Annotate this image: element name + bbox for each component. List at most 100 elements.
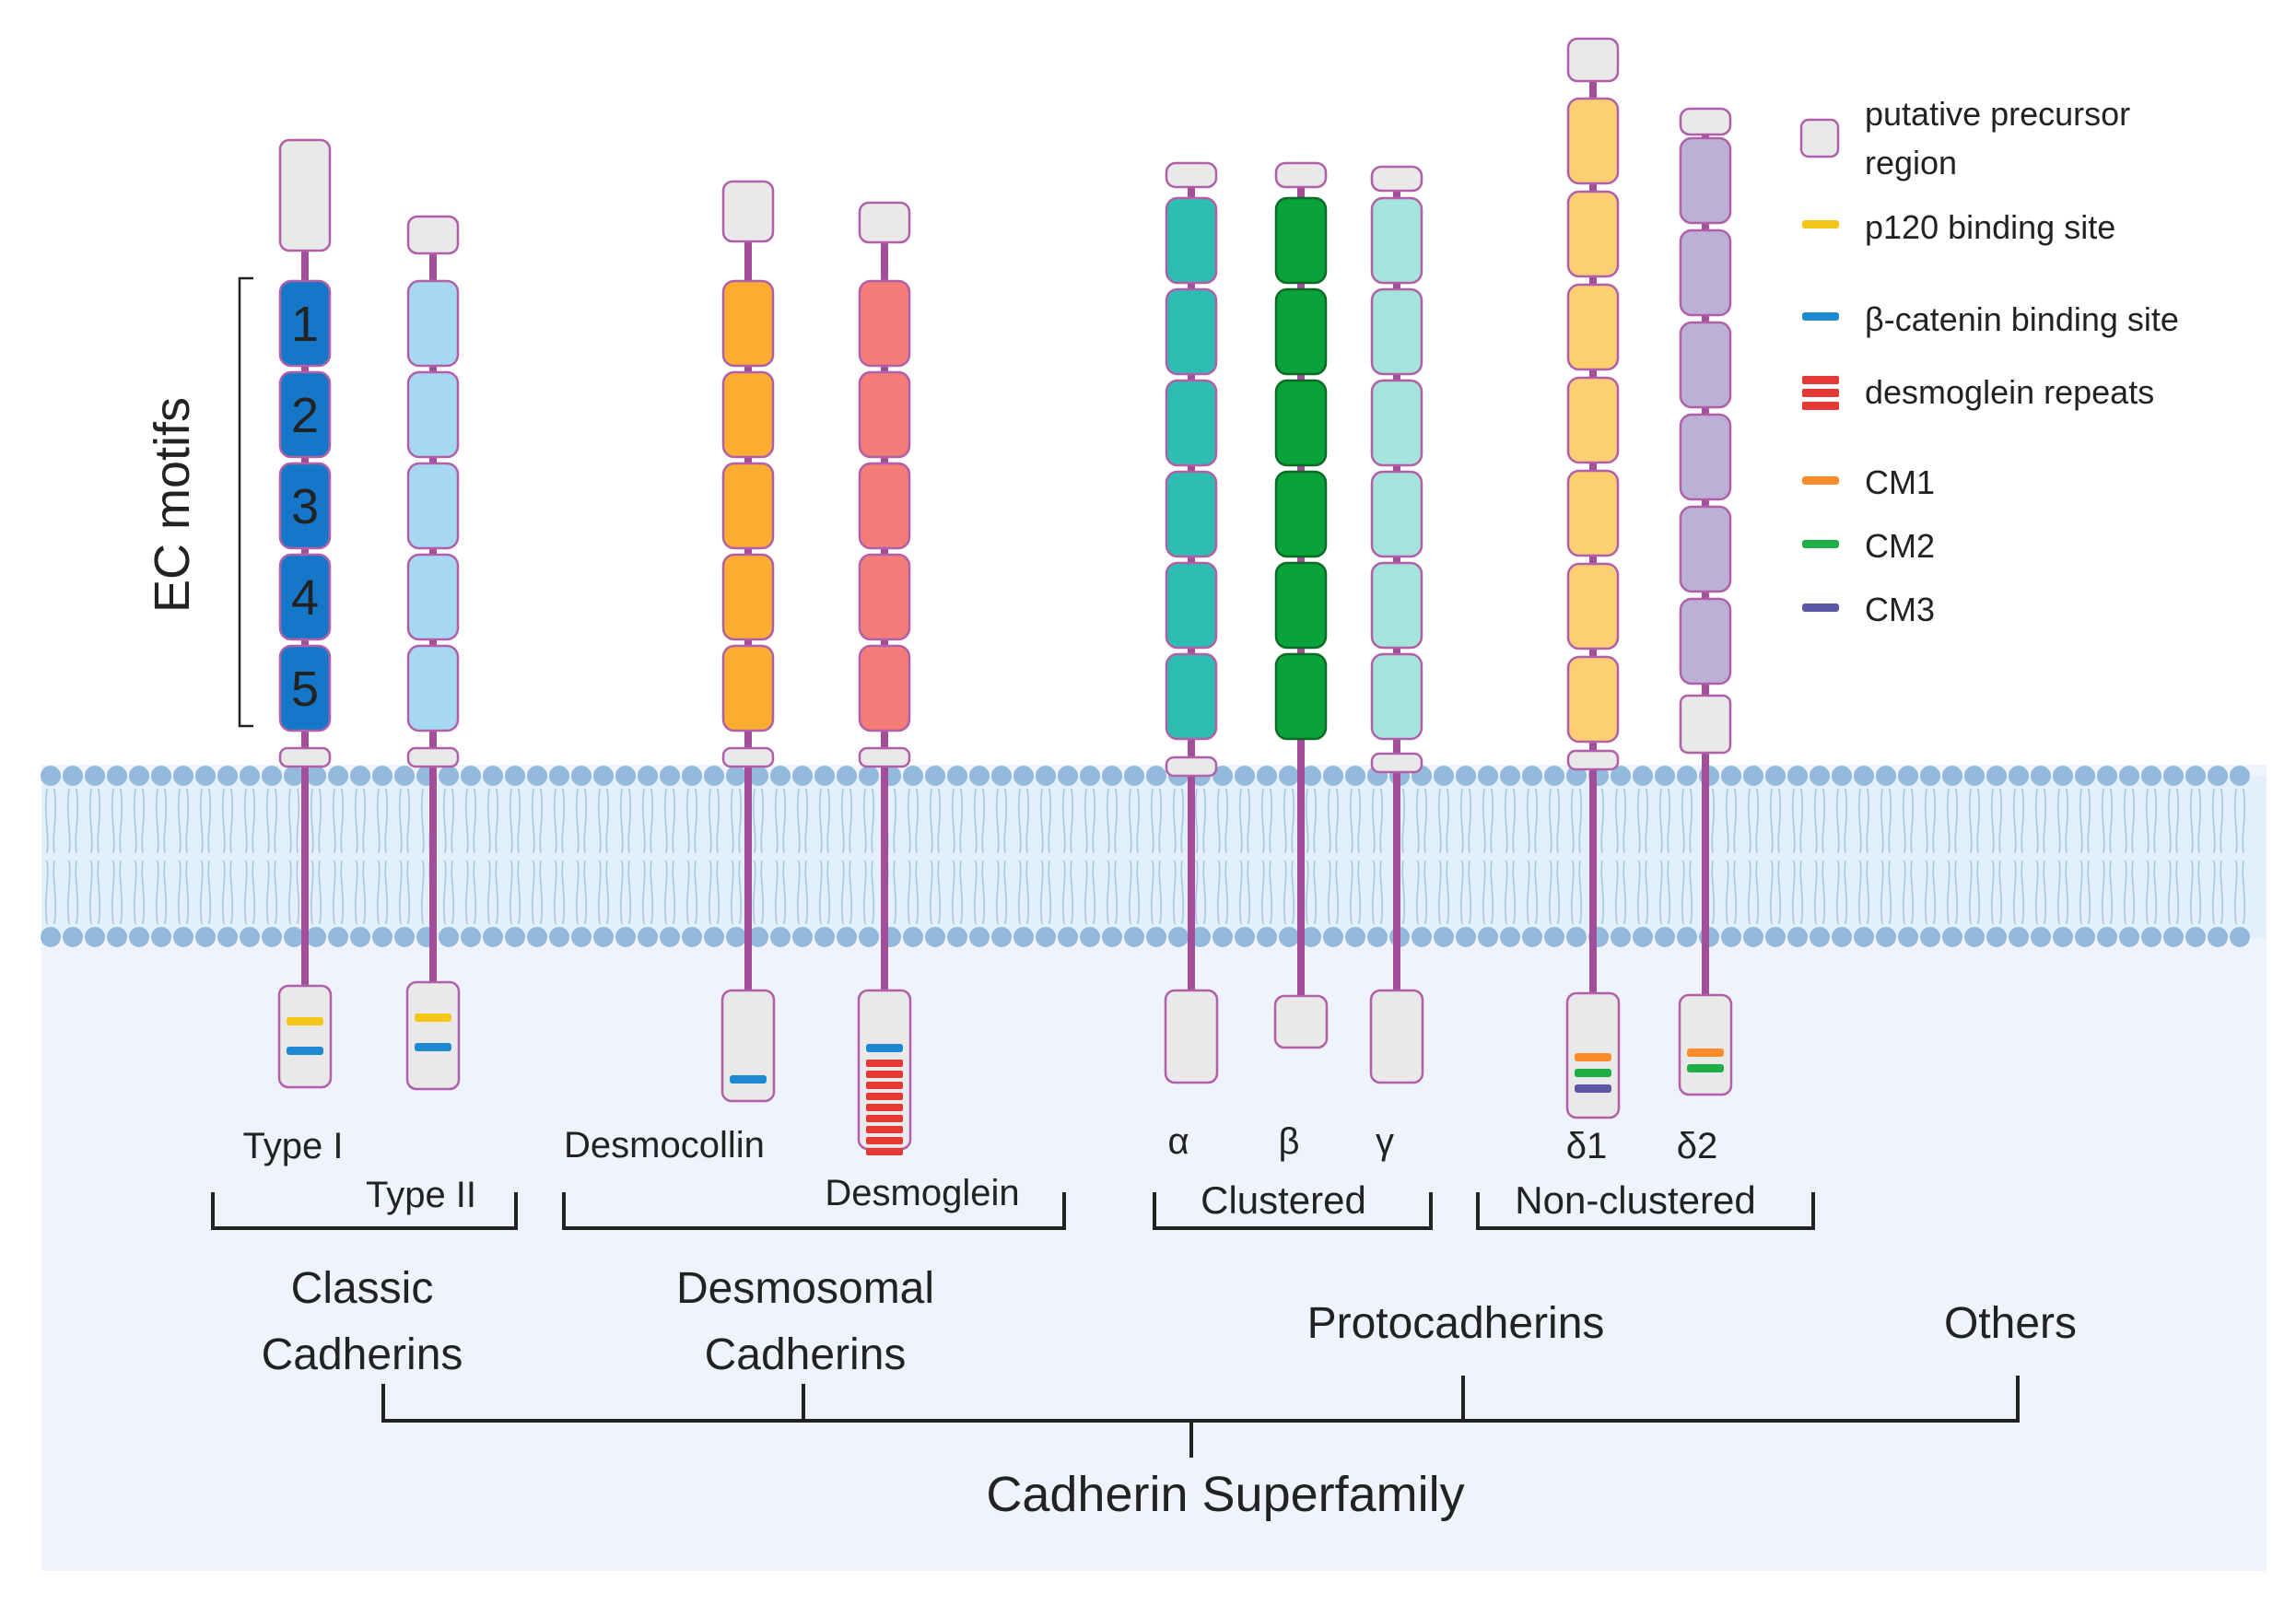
lipid-head-outer xyxy=(1146,766,1166,786)
lipid-head-outer xyxy=(63,766,83,786)
lipid-head-inner xyxy=(1942,927,1962,947)
family-label-classic: Cadherins xyxy=(262,1330,463,1379)
ec-domain xyxy=(278,279,332,368)
desmoglein-repeat-marker xyxy=(866,1148,903,1155)
ec-domain xyxy=(406,462,460,550)
lipid-tails xyxy=(1791,788,1804,925)
lipid-tails xyxy=(774,788,787,925)
lipid-tails xyxy=(354,788,367,925)
cadherin-label-type-ii: Type II xyxy=(366,1175,476,1215)
lipid-head-inner xyxy=(969,927,990,947)
family-label-protocadherins: Protocadherins xyxy=(1307,1299,1605,1348)
lipid-head-inner xyxy=(372,927,392,947)
protein-type-ii xyxy=(405,215,461,1091)
ec-domain xyxy=(1566,283,1620,371)
lipid-head-outer xyxy=(217,766,238,786)
lipid-head-inner xyxy=(1854,927,1874,947)
lipid-head-inner xyxy=(439,927,459,947)
lipid-head-inner xyxy=(1721,927,1741,947)
ec-domain xyxy=(721,553,775,641)
ec-domain xyxy=(1274,652,1328,741)
lipid-tails xyxy=(1305,788,1318,925)
ec-number: 1 xyxy=(291,297,319,352)
ec-domain xyxy=(1679,321,1732,409)
bracket-non-clustered xyxy=(1476,1192,1815,1230)
protein-beta xyxy=(1273,161,1329,1049)
lipid-tails xyxy=(1570,788,1583,925)
cadherin-label-type-i: Type I xyxy=(243,1126,344,1166)
family-label-desmosomal: Cadherins xyxy=(705,1330,907,1379)
ec-domain xyxy=(858,553,911,641)
lipid-head-outer xyxy=(615,766,636,786)
lipid-tails xyxy=(486,788,499,925)
lipid-head-outer xyxy=(2053,766,2073,786)
lipid-tails xyxy=(1084,788,1096,925)
lipid-tails xyxy=(464,788,477,925)
ec-motifs-label: EC motifs xyxy=(145,397,200,613)
ec-domain xyxy=(1370,379,1423,467)
lipid-head-outer xyxy=(792,766,813,786)
desmoglein-repeat-marker xyxy=(866,1137,903,1144)
lipid-head-outer xyxy=(1124,766,1144,786)
lipid-head-inner xyxy=(2119,927,2139,947)
lipid-tails xyxy=(796,788,809,925)
lipid-head-inner xyxy=(1301,927,1321,947)
lipid-tails xyxy=(1526,788,1539,925)
lipid-head-inner xyxy=(1124,927,1144,947)
lipid-head-inner xyxy=(549,927,569,947)
lipid-head-outer xyxy=(1655,766,1675,786)
lipid-tails xyxy=(1216,788,1229,925)
lipid-head-inner xyxy=(770,927,791,947)
lipid-head-outer xyxy=(1478,766,1498,786)
legend-label: β-catenin binding site xyxy=(1865,300,2179,338)
lipid-tails xyxy=(66,788,79,925)
lipid-head-outer xyxy=(483,766,503,786)
lipid-head-outer xyxy=(859,766,879,786)
lipid-tails xyxy=(2145,788,2158,925)
lipid-head-outer xyxy=(1323,766,1343,786)
lipid-head-outer xyxy=(704,766,724,786)
lipid-head-inner xyxy=(1743,927,1763,947)
lipid-tails xyxy=(641,788,654,925)
lipid-head-outer xyxy=(439,766,459,786)
lipid-tails xyxy=(509,788,521,925)
protein-gamma xyxy=(1369,165,1424,1084)
legend-swatch-dsg xyxy=(1802,376,1839,384)
lipid-head-outer xyxy=(1986,766,2007,786)
juxtamembrane-stub xyxy=(1370,752,1423,774)
ec-domain xyxy=(1566,376,1620,464)
lipid-head-inner xyxy=(1058,927,1078,947)
lipid-head-inner xyxy=(682,927,702,947)
lipid-head-outer xyxy=(1721,766,1741,786)
lipid-head-outer xyxy=(262,766,282,786)
lipid-head-outer xyxy=(925,766,945,786)
lipid-tails xyxy=(1614,788,1627,925)
ec-number: 3 xyxy=(291,479,319,534)
lipid-head-inner xyxy=(2185,927,2206,947)
legend-swatch-dsg xyxy=(1802,389,1839,397)
lipid-head-inner xyxy=(1478,927,1498,947)
lipid-tails xyxy=(155,788,168,925)
lipid-tails xyxy=(1504,788,1517,925)
legend-label: p120 binding site xyxy=(1865,208,2115,246)
lipid-head-outer xyxy=(1013,766,1034,786)
lipid-tails xyxy=(1946,788,1959,925)
lipid-head-outer xyxy=(549,766,569,786)
ec-domain xyxy=(1165,379,1218,467)
lipid-head-inner xyxy=(837,927,857,947)
lipid-head-inner xyxy=(107,927,127,947)
cytoplasmic-domain xyxy=(1369,989,1424,1084)
lipid-head-inner xyxy=(1964,927,1985,947)
lipid-head-inner xyxy=(350,927,370,947)
lipid-tails xyxy=(243,788,256,925)
lipid-head-outer xyxy=(1854,766,1874,786)
lipid-head-outer xyxy=(85,766,105,786)
lipid-tails xyxy=(2233,788,2246,925)
lipid-head-outer xyxy=(1456,766,1476,786)
lipid-head-inner xyxy=(947,927,967,947)
lipid-head-outer xyxy=(1279,766,1299,786)
lipid-head-inner xyxy=(1898,927,1918,947)
lipid-tails xyxy=(1106,788,1119,925)
